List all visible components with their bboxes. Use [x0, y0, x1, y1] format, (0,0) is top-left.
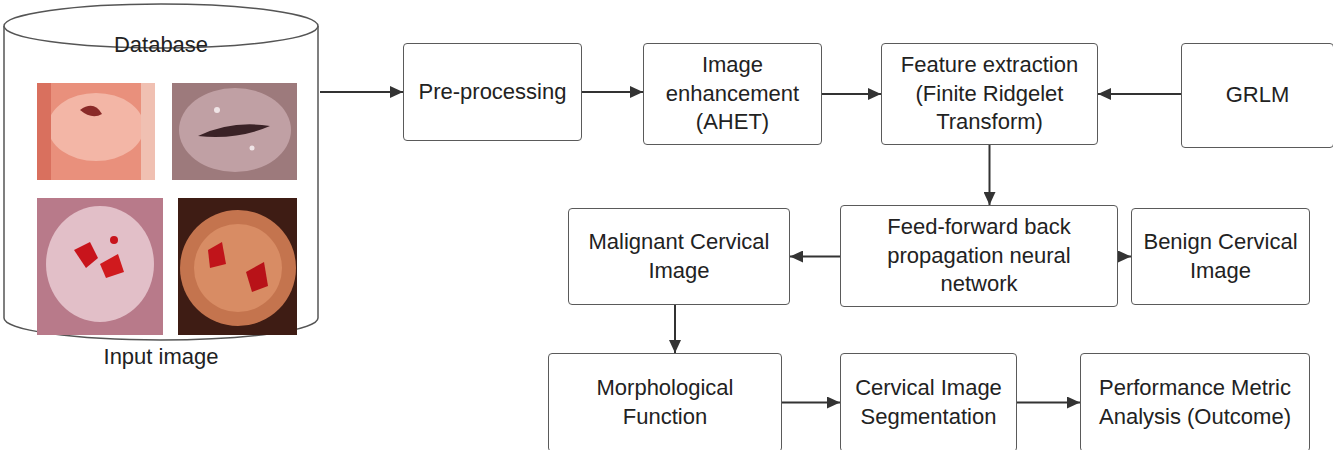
box-text-group: Performance Metric Analysis (Outcome): [1087, 374, 1303, 431]
box-text-group: Image enhancement (AHET): [650, 51, 815, 137]
box-text-group: Cervical Image Segmentation: [847, 374, 1010, 431]
box-label: Pre-processing: [419, 78, 567, 107]
box-label: Image enhancement (AHET): [650, 51, 815, 137]
process-box: Morphological Function: [548, 353, 782, 450]
process-box: Image enhancement (AHET): [643, 43, 822, 145]
flow-arrow: [582, 91, 643, 93]
flow-arrow: [782, 402, 840, 404]
cylinder-heading: Database: [2, 32, 320, 58]
input-box: GRLM: [1181, 43, 1333, 148]
photo-4: [178, 198, 297, 335]
box-text-group: Feed-forward back propagation neural net…: [847, 213, 1111, 299]
box-label: Cervical Image Segmentation: [847, 374, 1010, 431]
flow-arrow: [320, 91, 403, 93]
output-box: Benign Cervical Image: [1131, 208, 1310, 305]
database-cylinder-node: DatabaseInput image: [2, 2, 320, 342]
flow-arrow: [1098, 93, 1181, 95]
flow-arrow: [989, 145, 991, 205]
box-text-group: Benign Cervical Image: [1138, 228, 1303, 285]
box-label: Feature extraction (Finite Ridgelet Tran…: [888, 51, 1091, 137]
box-label: Performance Metric Analysis (Outcome): [1087, 374, 1303, 431]
flow-arrow: [822, 93, 881, 95]
box-label: GRLM: [1226, 81, 1290, 110]
flow-arrow: [674, 305, 676, 353]
box-text-group: Malignant Cervical Image: [575, 228, 783, 285]
flow-arrow: [1017, 402, 1080, 404]
box-label: Benign Cervical Image: [1138, 228, 1303, 285]
cylinder-caption: Input image: [2, 344, 320, 370]
box-text-group: Feature extraction (Finite Ridgelet Tran…: [888, 51, 1091, 137]
photo-1: [37, 83, 155, 180]
process-box: Pre-processing: [403, 43, 582, 141]
box-label: Morphological Function: [555, 374, 775, 431]
classifier-box: Feed-forward back propagation neural net…: [840, 205, 1118, 307]
process-box: Cervical Image Segmentation: [840, 353, 1017, 450]
photo-2: [172, 83, 297, 180]
box-label: Feed-forward back propagation neural net…: [847, 213, 1111, 299]
box-text-group: GRLM: [1226, 81, 1290, 110]
outcome-box: Performance Metric Analysis (Outcome): [1080, 353, 1310, 450]
flow-arrow: [1118, 256, 1131, 258]
flow-arrow: [790, 256, 840, 258]
photo-3: [37, 198, 163, 335]
box-text-group: Morphological Function: [555, 374, 775, 431]
box-text-group: Pre-processing: [419, 78, 567, 107]
process-box: Feature extraction (Finite Ridgelet Tran…: [881, 43, 1098, 145]
box-label: Malignant Cervical Image: [575, 228, 783, 285]
output-box: Malignant Cervical Image: [568, 208, 790, 305]
